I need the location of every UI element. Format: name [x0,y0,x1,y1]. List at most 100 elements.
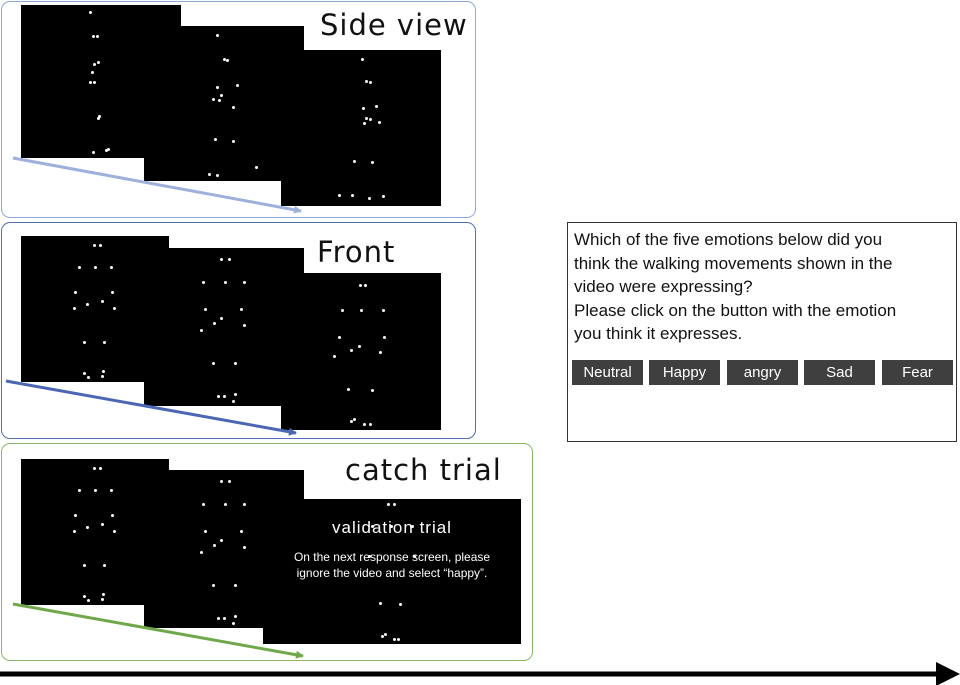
marker-dot [92,35,95,38]
marker-dot [78,266,81,269]
marker-dot [101,375,104,378]
marker-dot [350,349,353,352]
marker-dot [365,117,368,120]
question-box: Which of the five emotions below did you… [567,222,957,442]
marker-dot [382,309,385,312]
marker-dot [369,81,372,84]
marker-dot [347,388,350,391]
marker-dot [382,195,385,198]
marker-dot [105,149,108,152]
marker-dot [216,86,219,89]
neutral-button[interactable]: Neutral [572,360,643,385]
marker-dot [234,615,237,618]
marker-dot [232,106,235,109]
marker-dot [232,140,235,143]
marker-dot [204,530,207,533]
marker-dot [200,551,203,554]
marker-dot [202,503,205,506]
marker-dot [216,34,219,37]
marker-dot [358,345,361,348]
marker-dot [111,291,114,294]
marker-dot [411,525,414,528]
marker-dot [234,584,237,587]
marker-dot [240,530,243,533]
marker-dot [113,307,116,310]
marker-dot [365,80,368,83]
marker-dot [338,194,341,197]
marker-dot [359,284,362,287]
front-frame-2 [144,248,304,406]
marker-dot [224,503,227,506]
marker-dot [87,599,90,602]
marker-dot [212,98,215,101]
marker-dot [89,11,92,14]
marker-dot [353,160,356,163]
marker-dot [393,503,396,506]
marker-dot [103,341,106,344]
marker-dot [93,244,96,247]
side-frame-2 [144,26,304,181]
marker-dot [371,525,374,528]
marker-dot [87,376,90,379]
marker-dot [208,173,211,176]
marker-dot [113,530,116,533]
marker-dot [369,118,372,121]
marker-dot [371,161,374,164]
angry-button[interactable]: angry [727,360,798,385]
marker-dot [378,121,381,124]
marker-dot [371,389,374,392]
marker-dot [351,194,354,197]
marker-dot [220,539,223,542]
marker-dot [83,341,86,344]
marker-dot [93,81,96,84]
marker-dot [111,514,114,517]
marker-dot [212,362,215,365]
happy-button[interactable]: Happy [649,360,720,385]
marker-dot [224,281,227,284]
marker-dot [93,63,96,66]
marker-dot [200,329,203,332]
sad-button[interactable]: Sad [804,360,875,385]
marker-dot [383,336,386,339]
marker-dot [363,122,366,125]
marker-dot [217,617,220,620]
marker-dot [387,503,390,506]
marker-dot [232,622,235,625]
marker-dot [375,105,378,108]
marker-dot [216,174,219,177]
marker-dot [74,514,77,517]
side-view-title: Side view [320,8,468,42]
validation-trial-instructions: On the next response screen, please igno… [293,550,491,580]
fear-button[interactable]: Fear [882,360,953,385]
marker-dot [223,395,226,398]
marker-dot [101,598,104,601]
marker-dot [379,602,382,605]
marker-dot [86,303,89,306]
marker-dot [390,525,393,528]
marker-dot [98,115,101,118]
marker-dot [361,58,364,61]
marker-dot [107,148,110,151]
timeline-arrow-head [936,662,960,685]
marker-dot [243,546,246,549]
marker-dot [223,58,226,61]
marker-dot [74,291,77,294]
marker-dot [220,317,223,320]
marker-dot [226,59,229,62]
marker-dot [96,35,99,38]
marker-dot [228,258,231,261]
marker-dot [93,467,96,470]
marker-dot [413,555,416,558]
marker-dot [353,418,356,421]
marker-dot [379,351,382,354]
marker-dot [369,423,372,426]
marker-dot [102,370,105,373]
catch-trial-arrow [12,602,304,659]
marker-dot [240,308,243,311]
marker-dot [73,307,76,310]
marker-dot [228,480,231,483]
marker-dot [243,324,246,327]
marker-dot [92,151,95,154]
side-frame-3 [281,50,441,206]
marker-dot [213,544,216,547]
